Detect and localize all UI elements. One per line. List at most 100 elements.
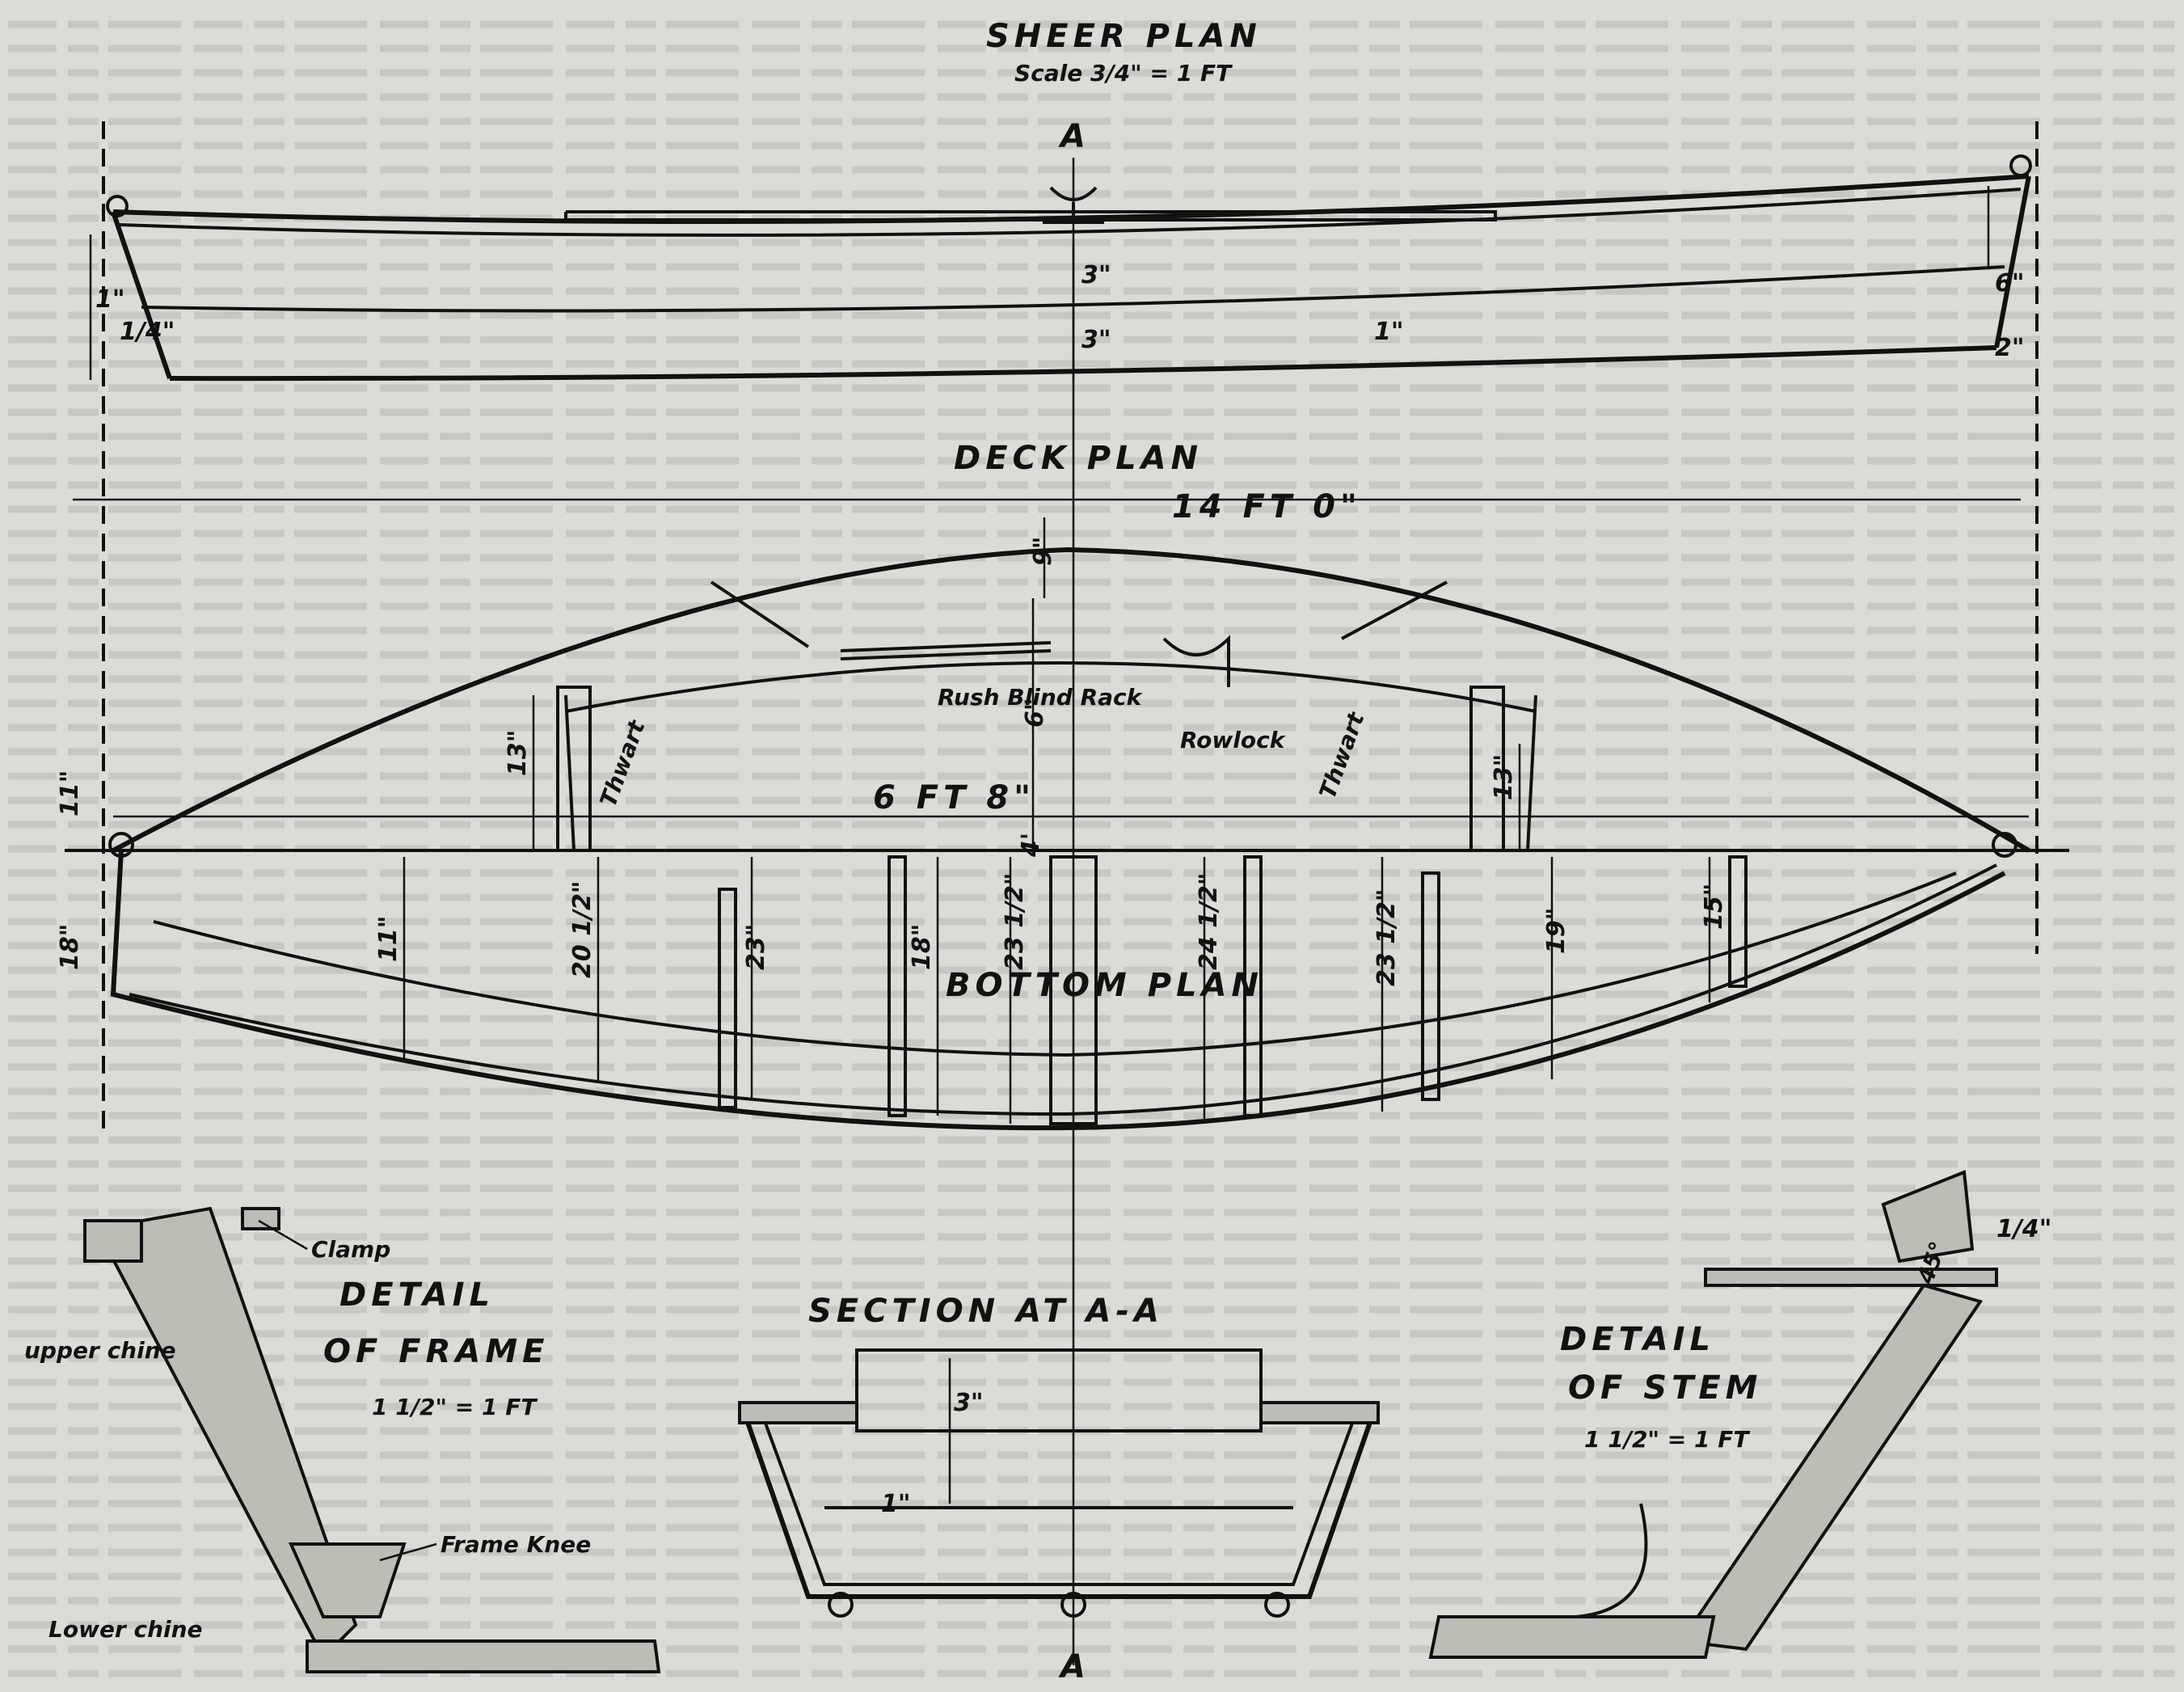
- bottom-line: [169, 345, 1997, 382]
- section-mark-top: A: [1058, 118, 1090, 155]
- dim-label: 11": [56, 770, 84, 816]
- dim-label: 19": [1542, 908, 1571, 954]
- frame: [1243, 855, 1263, 1117]
- length-dim-label: 14 FT 0": [1172, 488, 1362, 525]
- deck-outline: [112, 546, 2030, 853]
- sheer-plan-title: SHEER PLAN: [986, 18, 1262, 55]
- stem-detail: DETAIL OF STEM 1 1/2" = 1 FT 1/4" 45°: [1428, 1170, 2051, 1659]
- frame: [1421, 871, 1440, 1101]
- dim-label: 3": [1081, 326, 1111, 354]
- dim-label: 2": [1995, 334, 2025, 362]
- stem-forefoot: [1428, 1615, 1716, 1659]
- section-deck-left: [738, 1401, 858, 1424]
- dim-label: 18": [56, 924, 84, 970]
- stem-knee: [1575, 1503, 1648, 1618]
- dim-label: 4': [1017, 833, 1045, 858]
- leader-line: [379, 1542, 437, 1562]
- stern-eye: [1992, 832, 2017, 858]
- dim-label: 6": [1021, 698, 1049, 728]
- cockpit-rim: [564, 694, 1537, 851]
- deck-beam: [710, 580, 810, 648]
- coaming-outline: [565, 661, 1537, 713]
- beam-dim-label: 6 FT 8": [873, 779, 1035, 816]
- section-hull-inner: [762, 1418, 1356, 1586]
- dim-label: 6": [1995, 269, 2025, 297]
- stem-detail-title: DETAIL: [1560, 1321, 1715, 1358]
- bottom-chine: [129, 863, 1997, 1116]
- upper-chine-label: upper chine: [24, 1337, 176, 1364]
- frame: [718, 888, 737, 1109]
- section-title: SECTION AT A-A: [808, 1293, 1164, 1330]
- section-hull: [741, 1410, 1377, 1599]
- dim-label: 13": [1490, 754, 1518, 800]
- section-chine: [1264, 1592, 1290, 1618]
- bottom-inner: [153, 871, 1957, 1057]
- bottom-outline: [110, 850, 2006, 1131]
- sheer-plan: SHEER PLAN Scale 3/4" = 1 FT A 1/4" 1" 6…: [89, 18, 2032, 1665]
- section-deck-right: [1259, 1401, 1380, 1424]
- section-chine: [828, 1592, 854, 1618]
- rowlock-profile: [1043, 186, 1104, 224]
- frame-knee-label: Frame Knee: [441, 1531, 591, 1558]
- dim-label: 1": [881, 1490, 911, 1518]
- bottom-plan-title: BOTTOM PLAN: [946, 967, 1263, 1004]
- dim-label: 1": [95, 285, 125, 314]
- stem-ring: [106, 195, 129, 217]
- keelson: [1049, 855, 1098, 1125]
- frame: [1728, 855, 1748, 988]
- dim-label: 1/4": [1996, 1215, 2051, 1243]
- frame-detail-title: DETAIL: [339, 1276, 495, 1314]
- deck-beam: [1341, 580, 1448, 640]
- rush-blind-rack-label: Rush Blind Rack: [938, 684, 1144, 711]
- dim-label: 3": [954, 1389, 984, 1417]
- leader-line: [258, 1219, 308, 1251]
- frame-detail: Clamp DETAIL OF FRAME 1 1/2" = 1 FT uppe…: [24, 1206, 661, 1673]
- dim-label: 9": [1029, 536, 1057, 566]
- dim-label: 11": [374, 916, 403, 962]
- deck-plan-title: DECK PLAN: [954, 440, 1203, 477]
- chine-line: [141, 265, 2005, 313]
- section-mark-bottom: A: [1058, 1648, 1090, 1686]
- stem-deck-plank: [1704, 1268, 1998, 1287]
- dim-label: 1": [1374, 318, 1404, 346]
- bottom-plan: BOTTOM PLAN 11" 20 1/2" 23" 18" 23 1/2" …: [56, 850, 2006, 1131]
- rush-blind-rack: [840, 641, 1052, 660]
- frame-detail-scale: 1 1/2" = 1 FT: [372, 1394, 538, 1420]
- upper-chine-block: [83, 1219, 143, 1263]
- stem-post: [1678, 1283, 1984, 1652]
- lower-chine-label: Lower chine: [48, 1616, 203, 1643]
- rowlock-label: Rowlock: [1180, 727, 1287, 753]
- section-a-a: SECTION AT A-A 3" 1" A: [738, 1293, 1380, 1686]
- bottom-frames: [718, 855, 1748, 1125]
- dim-label: 23 1/2": [1001, 872, 1029, 970]
- stem-detail-title-2: OF STEM: [1568, 1369, 1762, 1407]
- dim-label: 13": [504, 730, 532, 776]
- stem-profile: [111, 211, 172, 379]
- frame: [888, 855, 907, 1117]
- dim-label: 3": [1081, 261, 1111, 289]
- frame-detail-title-2: OF FRAME: [323, 1333, 549, 1370]
- clamp: [241, 1207, 280, 1230]
- sheer-plan-scale: Scale 3/4" = 1 FT: [1014, 60, 1233, 86]
- section-coaming: [855, 1348, 1263, 1433]
- frame-lower-member: [306, 1639, 661, 1673]
- section-keel: [1060, 1592, 1086, 1618]
- frame-knee: [288, 1542, 407, 1618]
- dim-label: 24 1/2": [1195, 872, 1223, 970]
- rowlock-plan: [1162, 635, 1230, 687]
- transom-ring: [2009, 154, 2032, 177]
- dim-label: 23 1/2": [1372, 888, 1401, 986]
- dim-label: 15": [1700, 884, 1728, 930]
- coaming-profile: [564, 210, 1497, 222]
- dim-label: 23": [742, 924, 770, 970]
- clamp-label: Clamp: [311, 1236, 390, 1263]
- dim-label: 1/4": [120, 318, 175, 346]
- stem-detail-scale: 1 1/2" = 1 FT: [1584, 1426, 1750, 1453]
- sheer-line: [112, 174, 2030, 225]
- stem-breasthook: [1881, 1170, 1975, 1264]
- sheer-line-inner: [119, 188, 2022, 237]
- transom-profile: [1994, 175, 2031, 348]
- dim-label: 20 1/2": [568, 880, 597, 978]
- dim-label: 18": [908, 924, 936, 970]
